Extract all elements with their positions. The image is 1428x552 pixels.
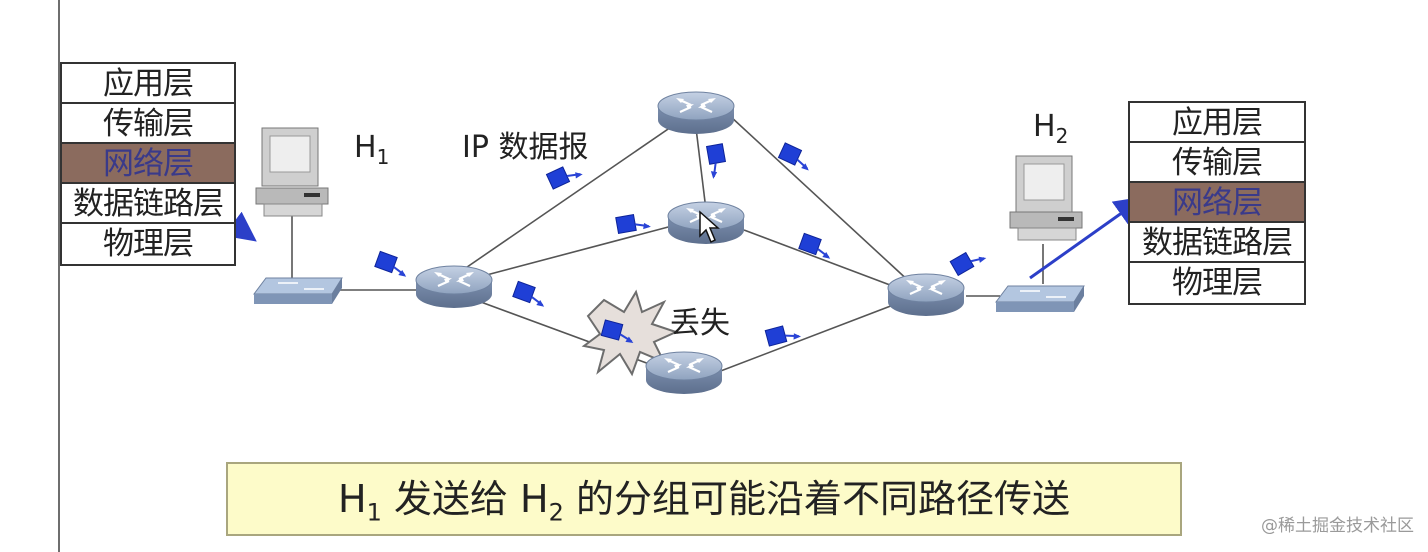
lost-label: 丢失 [670,306,730,341]
layer-physical: 物理层 [1172,265,1263,301]
router-bottom-icon [644,350,724,396]
link-rmid-r5 [743,229,899,289]
router-1-icon [414,264,494,310]
explosion-shape [581,289,679,377]
caption-box: H1 发送给 H2 的分组可能沿着不同路径传送 [226,462,1182,536]
layer-physical: 物理层 [103,226,194,262]
packet-icon [614,210,653,235]
computer-h2-icon [1009,155,1083,241]
link-r1-rmid [459,225,673,283]
switch-left-icon [253,277,343,304]
protocol-stack-h1: 应用层 传输层 网络层 数据链路层 物理层 [60,62,236,266]
left-rule [58,0,60,552]
host-h2-label: H2 [1033,109,1069,148]
packet-icon [777,141,817,173]
switch-right-icon [995,285,1085,312]
router-right-icon [886,272,966,318]
watermark: @稀土掘金技术社区 [1261,516,1414,536]
layer-transport: 传输层 [62,104,234,144]
packet-icon [949,244,988,277]
router-top-icon [656,90,736,136]
arrow-right-network-layer [1029,196,1145,280]
layer-datalink: 数据链路层 [62,184,234,224]
mouse-cursor-icon [699,210,720,244]
packet-icon [797,232,837,261]
layer-network: 网络层 [1130,183,1304,223]
layer-application: 应用层 [62,64,234,104]
layer-transport: 传输层 [1130,143,1304,183]
computer-h1-icon [255,127,329,217]
layer-network: 网络层 [62,144,234,184]
link-r1-rtop [453,113,691,277]
host-h1-label: H1 [354,130,390,169]
link-rbot-r5 [717,303,897,373]
layer-application: 应用层 [1130,103,1304,143]
ip-datagram-label: IP 数据报 [462,130,589,165]
packet-icon [705,142,730,181]
protocol-stack-h2: 应用层 传输层 网络层 数据链路层 物理层 [1128,101,1306,305]
link-rtop-rmid [695,127,707,211]
packet-icon [511,280,551,309]
packet-icon [373,250,413,279]
layer-datalink: 数据链路层 [1130,223,1304,263]
link-rtop-r5 [729,115,913,285]
